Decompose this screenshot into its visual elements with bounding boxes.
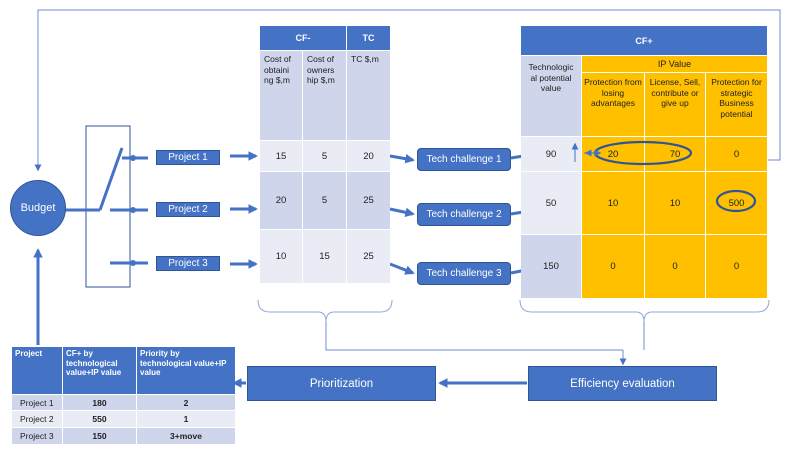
ip-value-cell: 0 bbox=[582, 235, 644, 298]
prioritization-box: Prioritization bbox=[247, 366, 436, 401]
cf-plus-header: CF+ bbox=[521, 26, 767, 55]
priority-row-rank: 3+move bbox=[137, 428, 235, 444]
ip-value-cell: 500 bbox=[706, 172, 767, 234]
budget-label: Budget bbox=[20, 202, 56, 214]
cost-cell: 10 bbox=[260, 230, 302, 283]
cf-minus-header: CF- bbox=[260, 26, 346, 50]
project-2-label: Project 2 bbox=[156, 202, 220, 217]
ip-protection-advantages-header: Protection from losing advantages bbox=[582, 73, 644, 136]
efficiency-evaluation-box: Efficiency evaluation bbox=[528, 366, 717, 401]
cost-cell: 15 bbox=[303, 230, 346, 283]
project-1-label: Project 1 bbox=[156, 150, 220, 165]
priority-row-rank: 2 bbox=[137, 395, 235, 410]
priority-row-cfplus: 550 bbox=[63, 411, 136, 427]
cost-cell: 25 bbox=[347, 172, 390, 229]
feedback-loop-line bbox=[34, 9, 781, 172]
tech-value-cell: 150 bbox=[521, 235, 581, 298]
switch-node-2 bbox=[130, 207, 136, 213]
priority-row-project: Project 1 bbox=[12, 395, 62, 410]
project-3-label: Project 3 bbox=[156, 256, 220, 271]
tc-column-header: TC $,m bbox=[347, 51, 390, 140]
tech-value-cell: 50 bbox=[521, 172, 581, 234]
cost-cell: 25 bbox=[347, 230, 390, 283]
priority-table-header-cfplus: CF+ by technological value+IP value bbox=[63, 347, 136, 394]
tech-value-cell: 90 bbox=[521, 137, 581, 171]
tech-challenge-1: Tech challenge 1 bbox=[417, 148, 511, 171]
switch-box bbox=[85, 125, 131, 288]
cost-cell: 5 bbox=[303, 141, 346, 171]
arrow-costs-to-tc1 bbox=[389, 153, 415, 164]
merge-line bbox=[325, 322, 623, 351]
budget-node: Budget bbox=[10, 180, 66, 236]
ip-value-cell: 0 bbox=[706, 235, 767, 298]
ip-value-cell: 0 bbox=[706, 137, 767, 171]
priority-row-cfplus: 180 bbox=[63, 395, 136, 410]
switch-icon bbox=[65, 147, 148, 265]
ip-strategic-protection-header: Protection for strategic Business potent… bbox=[706, 73, 767, 136]
switch-node-3 bbox=[130, 260, 136, 266]
arrow-costs-to-tc2 bbox=[389, 207, 415, 218]
priority-row-rank: 1 bbox=[137, 411, 235, 427]
arrow-costs-to-tc3 bbox=[389, 262, 415, 275]
cost-cell: 15 bbox=[260, 141, 302, 171]
priority-row-project: Project 3 bbox=[12, 428, 62, 444]
ip-value-cell: 10 bbox=[582, 172, 644, 234]
cost-cell: 5 bbox=[303, 172, 346, 229]
priority-row-project: Project 2 bbox=[12, 411, 62, 427]
priority-table: Project CF+ by technological value+IP va… bbox=[12, 347, 235, 444]
switch-node-1 bbox=[130, 155, 136, 161]
cost-of-obtaining-header: Cost of obtaini ng $,m bbox=[260, 51, 302, 140]
ip-value-cell: 0 bbox=[645, 235, 705, 298]
priority-row-cfplus: 150 bbox=[63, 428, 136, 444]
cost-of-ownership-header: Cost of owners hip $,m bbox=[303, 51, 346, 140]
priority-table-header-priority: Priority by technological value+IP value bbox=[137, 347, 235, 394]
cost-cell: 20 bbox=[260, 172, 302, 229]
ip-value-cell: 20 bbox=[582, 137, 644, 171]
highlight-oval-row1 bbox=[593, 140, 693, 166]
cost-cell: 20 bbox=[347, 141, 390, 171]
priority-table-header-project: Project bbox=[12, 347, 62, 394]
tech-challenge-2: Tech challenge 2 bbox=[417, 203, 511, 226]
ip-value-cell: 10 bbox=[645, 172, 705, 234]
highlight-oval-500 bbox=[715, 189, 757, 213]
ip-value-header: IP Value bbox=[582, 56, 767, 72]
ip-license-sell-header: License, Sell, contribute or give up bbox=[645, 73, 705, 136]
tech-potential-header: Technologic al potential value bbox=[521, 56, 581, 136]
tech-challenge-3: Tech challenge 3 bbox=[417, 262, 511, 285]
tc-header: TC bbox=[347, 26, 390, 50]
